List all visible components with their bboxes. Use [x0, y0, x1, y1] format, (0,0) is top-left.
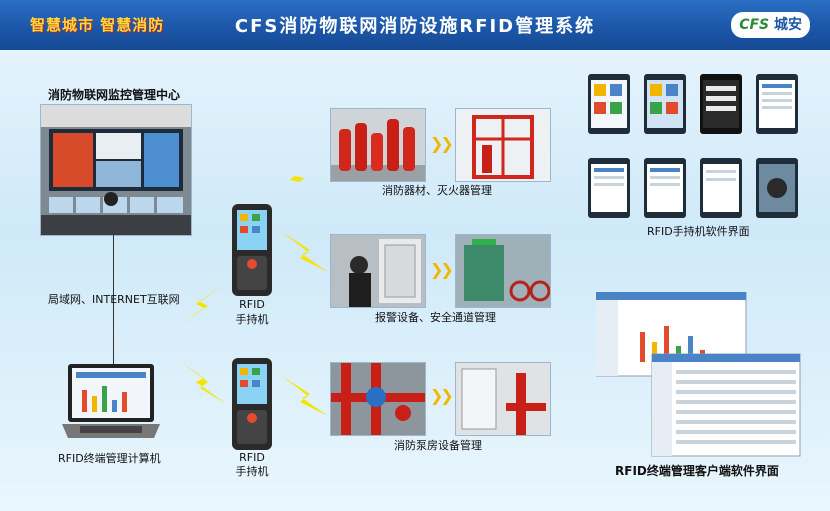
- handheld-device-top: [232, 204, 272, 296]
- header-bar: 智慧城市 智慧消防 CFS消防物联网消防设施RFID管理系统 CFS 城安: [0, 0, 830, 50]
- fire-cabinet-photo: [455, 108, 551, 182]
- laptop-illustration: [62, 364, 160, 438]
- wireless-bolt-icon: [276, 150, 320, 206]
- wireless-bolt-icon: [178, 282, 226, 326]
- logo-text: 城安: [774, 17, 802, 33]
- flow-arrow-icon: ❯❯: [430, 134, 454, 153]
- alarm-device-photo: [330, 234, 426, 308]
- handheld-software-screens: [588, 74, 798, 218]
- terminal-computer-label: RFID终端管理计算机: [58, 452, 161, 465]
- network-label: 局域网、INTERNET互联网: [48, 293, 180, 306]
- handheld-device-bottom: [232, 358, 272, 450]
- pump-room-caption: 消防泵房设备管理: [394, 439, 482, 452]
- wireless-bolt-icon: [178, 360, 226, 404]
- alarm-caption: 报警设备、安全通道管理: [375, 311, 496, 324]
- slogan: 智慧城市 智慧消防: [30, 16, 165, 34]
- logo-mark: CFS: [739, 17, 770, 33]
- handheld-bottom-label-line1: RFID: [239, 451, 265, 464]
- client-software-screens: [596, 292, 801, 457]
- monitor-center-label: 消防物联网监控管理中心: [48, 88, 181, 102]
- network-link-line: [113, 235, 114, 365]
- extinguisher-photo: [330, 108, 426, 182]
- page-title: CFS消防物联网消防设施RFID管理系统: [234, 16, 596, 37]
- pump-control-photo: [455, 362, 551, 436]
- wireless-bolt-icon: [282, 376, 328, 416]
- flow-arrow-icon: ❯❯: [430, 260, 454, 279]
- safety-exit-photo: [455, 234, 551, 308]
- wireless-bolt-icon: [282, 232, 328, 272]
- pump-room-photo: [330, 362, 426, 436]
- extinguisher-caption: 消防器材、灭火器管理: [382, 184, 492, 197]
- handheld-software-caption: RFID手持机软件界面: [647, 225, 750, 238]
- flow-arrow-icon: ❯❯: [430, 386, 454, 405]
- handheld-top-label-line2: 手持机: [235, 313, 269, 326]
- handheld-bottom-label-line2: 手持机: [235, 465, 269, 478]
- client-software-caption: RFID终端管理客户端软件界面: [615, 464, 779, 478]
- handheld-top-label-line1: RFID: [239, 298, 265, 311]
- monitor-center-photo: [40, 104, 192, 236]
- company-logo: CFS 城安: [731, 12, 810, 38]
